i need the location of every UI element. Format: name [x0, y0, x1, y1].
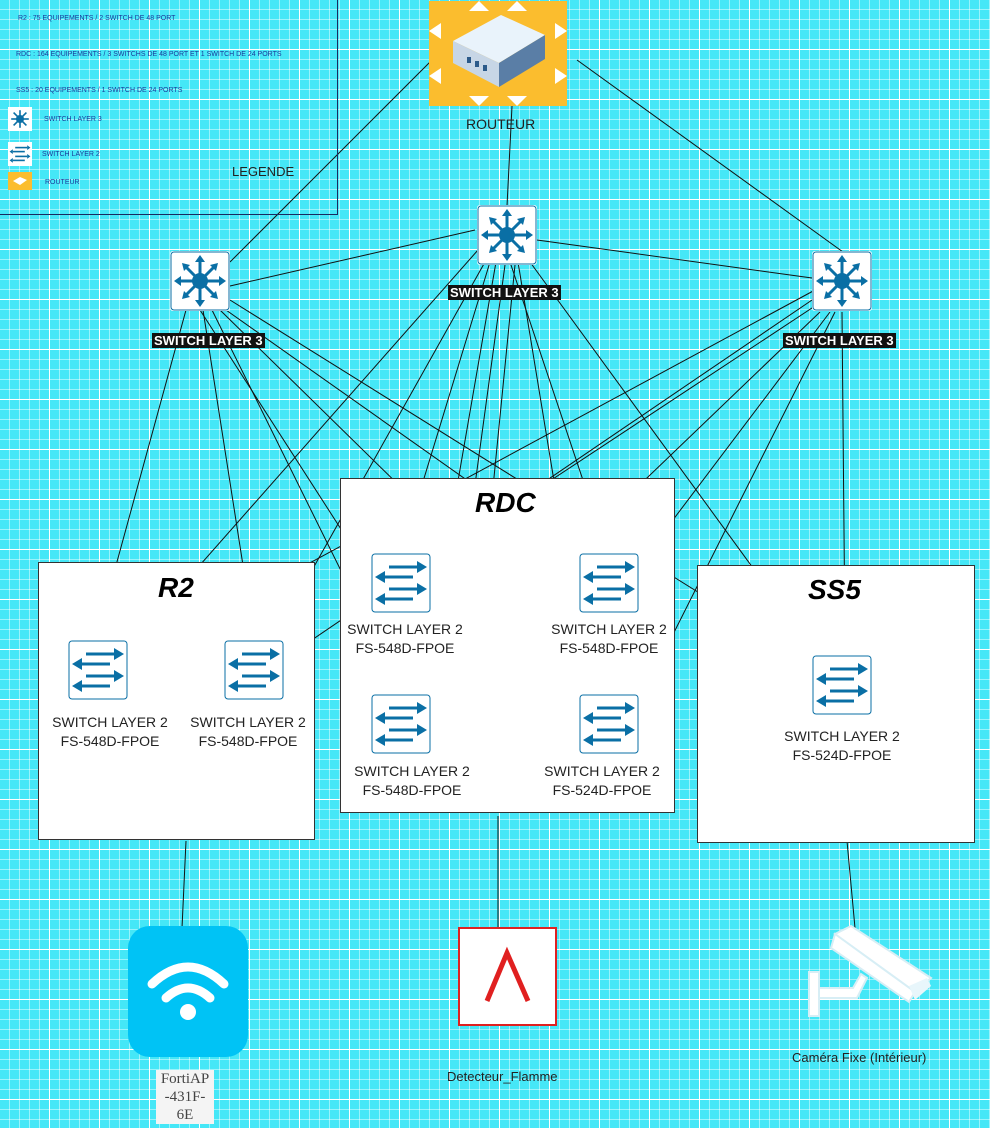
router-label: ROUTEUR: [466, 116, 536, 132]
switch-name: SWITCH LAYER 2: [354, 763, 470, 779]
core-switch-label: SWITCH LAYER 3: [783, 333, 896, 348]
switch-model: FS-548D-FPOE: [198, 733, 298, 749]
flame-detector-icon[interactable]: [458, 927, 557, 1026]
zone-r2-title: R2: [158, 572, 194, 603]
layer2-switch-icon[interactable]: [371, 553, 431, 613]
switch-name: SWITCH LAYER 2: [544, 763, 660, 779]
layer3-switch-icon[interactable]: [812, 251, 872, 311]
layer2-switch-icon[interactable]: [579, 694, 639, 754]
zone-ss5-title: SS5: [808, 574, 861, 605]
access-point-label: FortiAP -431F- 6E: [156, 1070, 214, 1124]
core-switch-label: SWITCH LAYER 3: [152, 333, 265, 348]
zone-rdc: [340, 478, 675, 813]
switch-model: FS-548D-FPOE: [60, 733, 160, 749]
layer2-switch-icon[interactable]: [812, 655, 872, 715]
switch-label: SWITCH LAYER 2 FS-548D-FPOE: [186, 713, 310, 751]
legend-item-layer2: SWITCH LAYER 2: [42, 151, 100, 158]
switch-model: FS-548D-FPOE: [559, 640, 659, 656]
camera-icon[interactable]: [805, 922, 935, 1018]
layer2-switch-icon[interactable]: [224, 640, 284, 700]
switch-label: SWITCH LAYER 2 FS-548D-FPOE: [547, 620, 671, 658]
flame-detector-label: Detecteur_Flamme: [447, 1069, 558, 1084]
switch-name: SWITCH LAYER 2: [551, 621, 667, 637]
switch-name: SWITCH LAYER 2: [784, 728, 900, 744]
layer3-switch-icon: [8, 107, 32, 131]
switch-label: SWITCH LAYER 2 FS-548D-FPOE: [48, 713, 172, 751]
legend-item-router: ROUTEUR: [45, 179, 80, 186]
camera-label: Caméra Fixe (Intérieur): [792, 1050, 927, 1065]
legend-line-r2: R2 : 75 EQUIPEMENTS / 2 SWITCH DE 48 POR…: [18, 15, 176, 22]
switch-model: FS-548D-FPOE: [355, 640, 455, 656]
switch-label: SWITCH LAYER 2 FS-524D-FPOE: [780, 727, 904, 765]
legend-line-ss5: SS5 : 20 EQUIPEMENTS / 1 SWITCH DE 24 PO…: [16, 87, 183, 94]
switch-label: SWITCH LAYER 2 FS-524D-FPOE: [540, 762, 664, 800]
switch-name: SWITCH LAYER 2: [190, 714, 306, 730]
switch-model: FS-524D-FPOE: [552, 782, 652, 798]
layer3-switch-icon[interactable]: [477, 205, 537, 265]
legend-line-rdc: RDC : 164 EQUIPEMENTS / 3 SWITCHS DE 48 …: [16, 51, 282, 58]
zone-rdc-title: RDC: [475, 487, 536, 518]
legend-item-layer3: SWITCH LAYER 3: [44, 116, 102, 123]
switch-name: SWITCH LAYER 2: [52, 714, 168, 730]
legend-panel: [0, 0, 338, 215]
switch-label: SWITCH LAYER 2 FS-548D-FPOE: [343, 620, 467, 658]
layer3-switch-icon[interactable]: [170, 251, 230, 311]
wifi-icon[interactable]: [128, 926, 248, 1057]
core-switch-label: SWITCH LAYER 3: [448, 285, 561, 300]
switch-name: SWITCH LAYER 2: [347, 621, 463, 637]
layer2-switch-icon: [8, 142, 32, 166]
layer2-switch-icon[interactable]: [371, 694, 431, 754]
switch-model: FS-524D-FPOE: [792, 747, 892, 763]
zone-r2: [38, 562, 315, 840]
switch-model: FS-548D-FPOE: [362, 782, 462, 798]
router-icon[interactable]: [429, 1, 567, 106]
switch-label: SWITCH LAYER 2 FS-548D-FPOE: [350, 762, 474, 800]
layer2-switch-icon[interactable]: [579, 553, 639, 613]
legend-title: LEGENDE: [232, 164, 295, 179]
layer2-switch-icon[interactable]: [68, 640, 128, 700]
router-legend-icon: [8, 172, 32, 190]
